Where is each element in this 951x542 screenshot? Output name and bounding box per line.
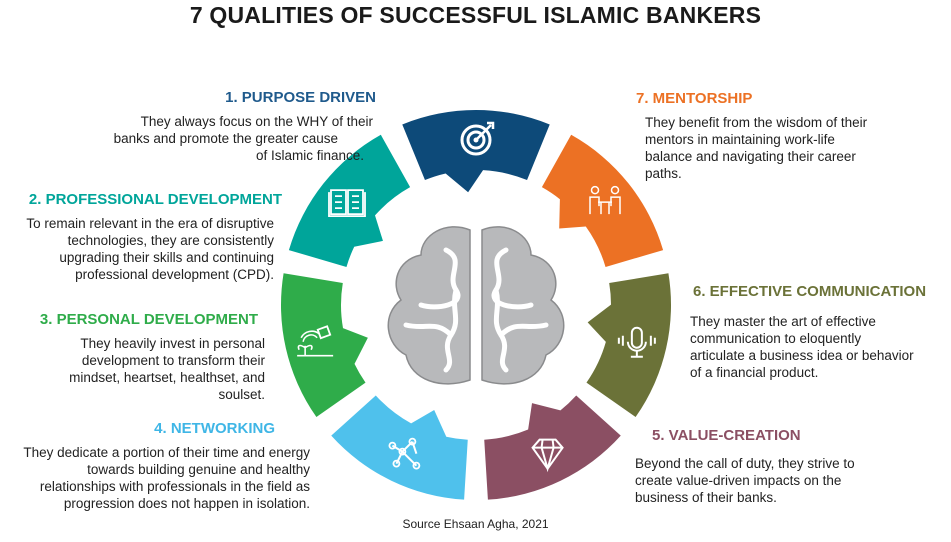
meeting-icon bbox=[589, 185, 621, 215]
watering-plant-icon bbox=[297, 325, 334, 357]
microphone-icon bbox=[617, 326, 656, 358]
quality-text: They dedicate a portion of their time an… bbox=[23, 445, 310, 460]
quality-heading: 7. MENTORSHIP bbox=[636, 90, 753, 107]
quality-text: paths. bbox=[645, 166, 682, 181]
quality-text: relationships with professionals in the … bbox=[39, 479, 310, 494]
quality-mentorship: 7. MENTORSHIP They benefit from the wisd… bbox=[636, 90, 867, 182]
source-caption: Source Ehsaan Agha, 2021 bbox=[402, 517, 549, 531]
ring-segment bbox=[281, 273, 368, 418]
quality-text: They always focus on the WHY of their bbox=[140, 114, 373, 129]
quality-text: To remain relevant in the era of disrupt… bbox=[26, 216, 274, 231]
page-title: 7 QUALITIES OF SUCCESSFUL ISLAMIC BANKER… bbox=[189, 2, 762, 28]
quality-heading: 1. PURPOSE DRIVEN bbox=[225, 89, 376, 106]
quality-text: professional development (CPD). bbox=[75, 267, 274, 282]
quality-heading: 4. NETWORKING bbox=[154, 420, 275, 437]
quality-text: technologies, they are consistently bbox=[67, 233, 274, 248]
quality-text: of a financial product. bbox=[690, 365, 819, 380]
quality-text: banks and promote the greater cause bbox=[113, 131, 338, 146]
quality-text: towards building genuine and healthy bbox=[87, 462, 310, 477]
quality-text: soulset. bbox=[218, 387, 265, 402]
quality-text: progression does not happen in isolation… bbox=[63, 496, 310, 511]
ring-segment bbox=[541, 134, 664, 267]
brain-icon bbox=[387, 226, 565, 385]
quality-value-creation: 5. VALUE-CREATION Beyond the call of dut… bbox=[635, 427, 855, 506]
quality-text: balance and navigating their career bbox=[645, 149, 856, 164]
quality-text: upgrading their skills and continuing bbox=[59, 250, 274, 265]
quality-heading: 2. PROFESSIONAL DEVELOPMENT bbox=[28, 191, 282, 208]
quality-text: They master the art of effective bbox=[690, 314, 876, 329]
ring-segment bbox=[402, 110, 550, 193]
network-icon bbox=[388, 437, 421, 470]
quality-text: development to transform their bbox=[81, 353, 265, 368]
quality-text: They heavily invest in personal bbox=[80, 336, 265, 351]
target-icon bbox=[460, 121, 495, 156]
quality-professional-development: 2. PROFESSIONAL DEVELOPMENT To remain re… bbox=[26, 191, 282, 283]
quality-text: communication to eloquently bbox=[690, 331, 862, 346]
quality-effective-communication: 6. EFFECTIVE COMMUNICATION They master t… bbox=[690, 283, 926, 381]
quality-text: Beyond the call of duty, they strive to bbox=[635, 456, 855, 471]
quality-heading: 5. VALUE-CREATION bbox=[652, 427, 801, 444]
quality-text: mindset, heartset, healthset, and bbox=[69, 370, 265, 385]
quality-personal-development: 3. PERSONAL DEVELOPMENT They heavily inv… bbox=[40, 311, 265, 403]
book-icon bbox=[328, 189, 366, 218]
quality-purpose-driven: 1. PURPOSE DRIVEN They always focus on t… bbox=[113, 89, 376, 164]
quality-heading: 3. PERSONAL DEVELOPMENT bbox=[39, 311, 258, 328]
ring-segment bbox=[288, 134, 411, 267]
quality-text: of Islamic finance. bbox=[255, 148, 364, 163]
quality-text: articulate a business idea or behavior bbox=[690, 348, 914, 363]
quality-networking: 4. NETWORKING They dedicate a portion of… bbox=[23, 420, 310, 512]
diamond-icon bbox=[531, 438, 564, 473]
quality-text: mentors in maintaining work-life bbox=[645, 132, 835, 147]
ring-segment bbox=[331, 395, 468, 500]
quality-text: They benefit from the wisdom of their bbox=[645, 115, 868, 130]
quality-text: business of their banks. bbox=[635, 490, 777, 505]
quality-text: create value-driven impacts on the bbox=[635, 473, 842, 488]
quality-heading: 6. EFFECTIVE COMMUNICATION bbox=[693, 283, 927, 300]
